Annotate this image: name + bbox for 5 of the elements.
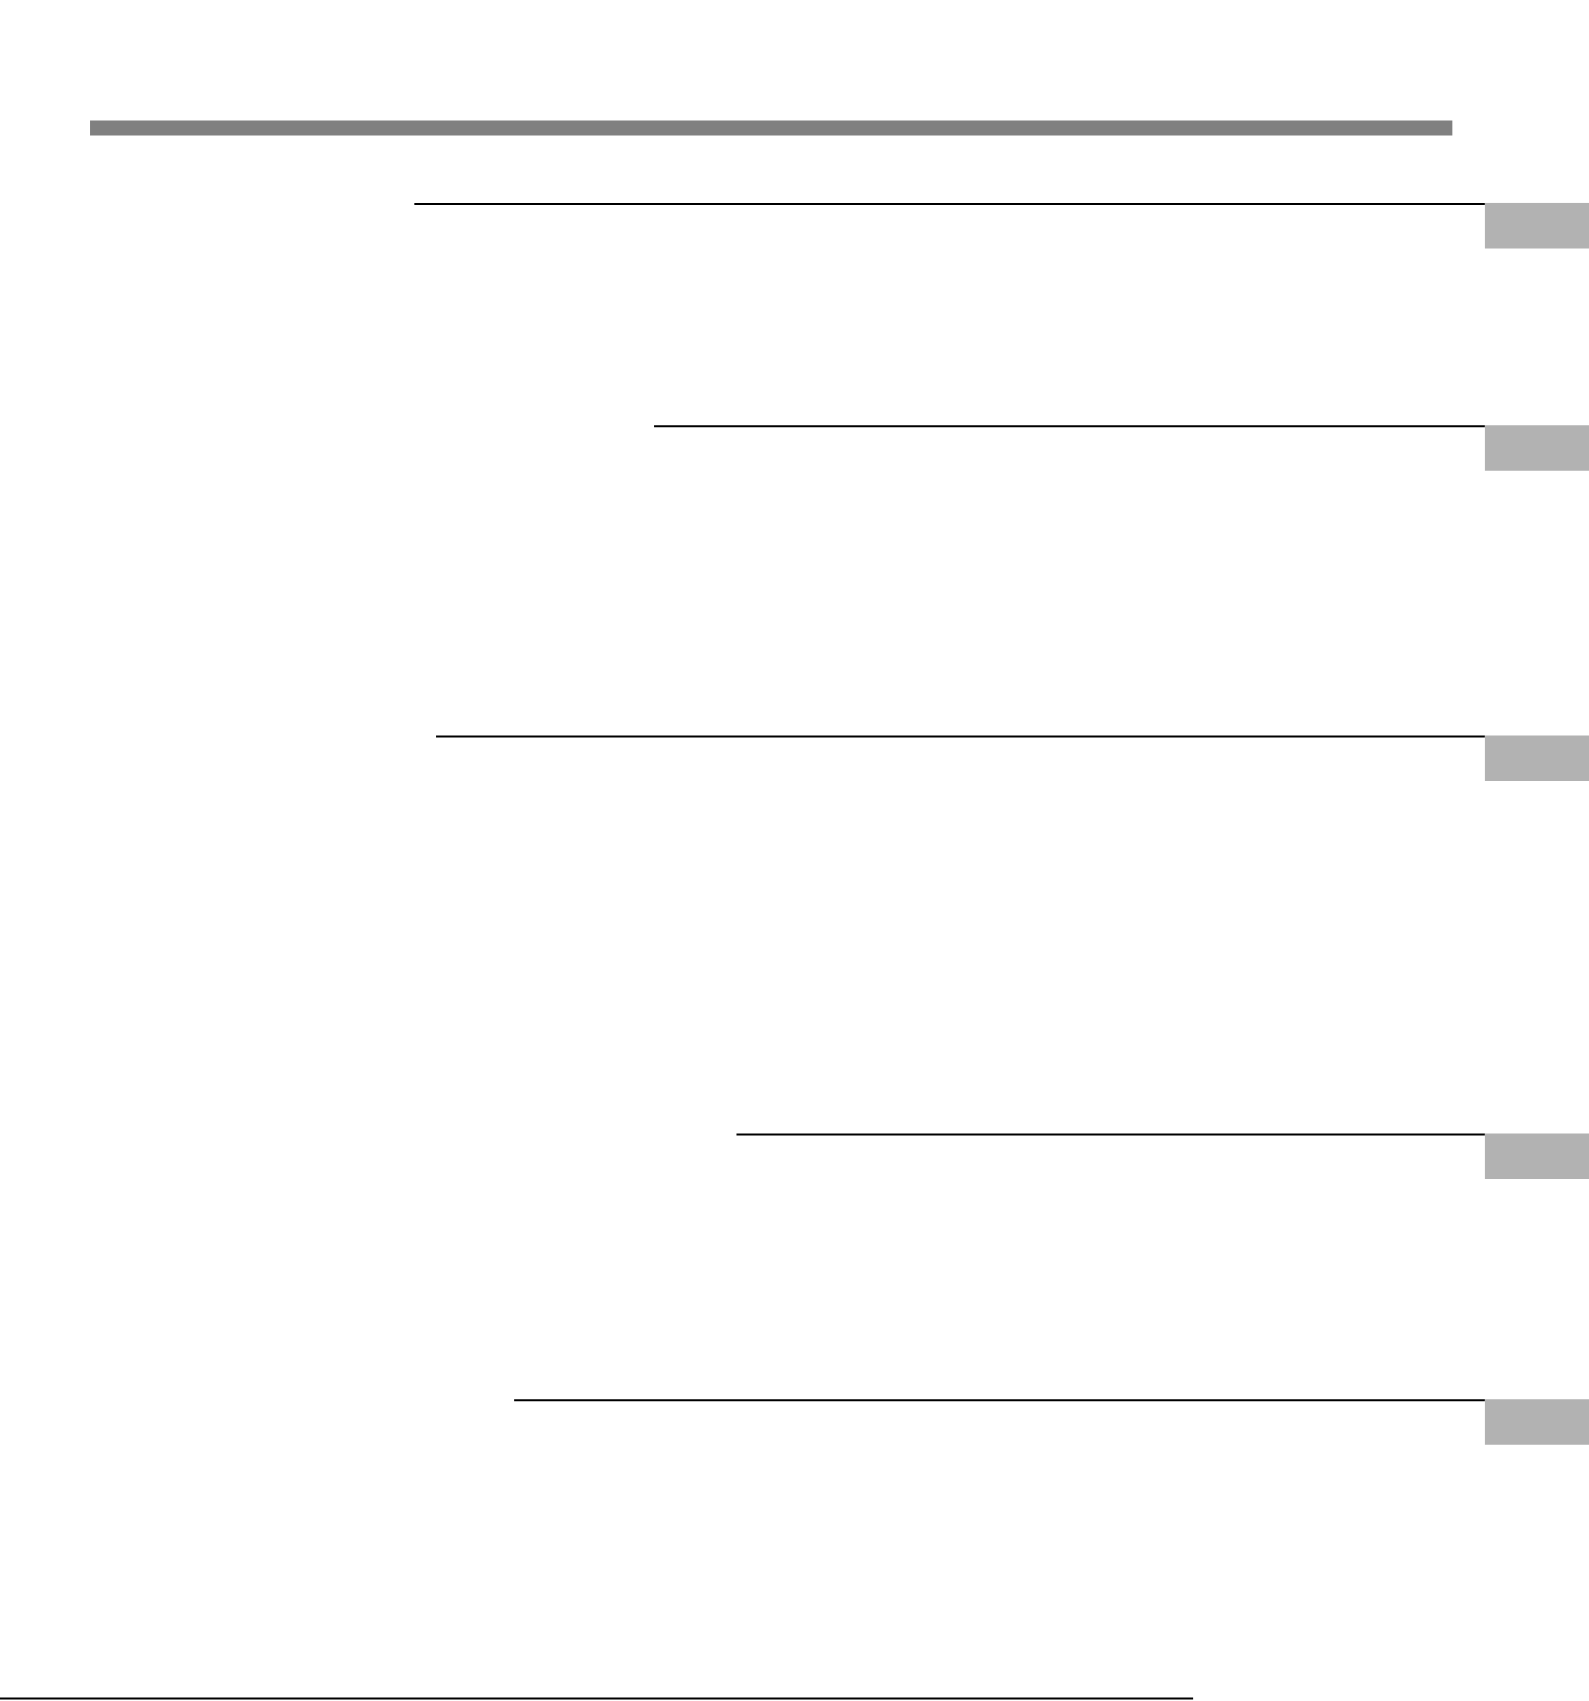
section-tab xyxy=(1484,735,1589,781)
section-tab xyxy=(1484,425,1589,471)
section-tab xyxy=(1484,1133,1589,1179)
section-tab xyxy=(1484,202,1589,249)
section-tab xyxy=(1484,1399,1589,1445)
